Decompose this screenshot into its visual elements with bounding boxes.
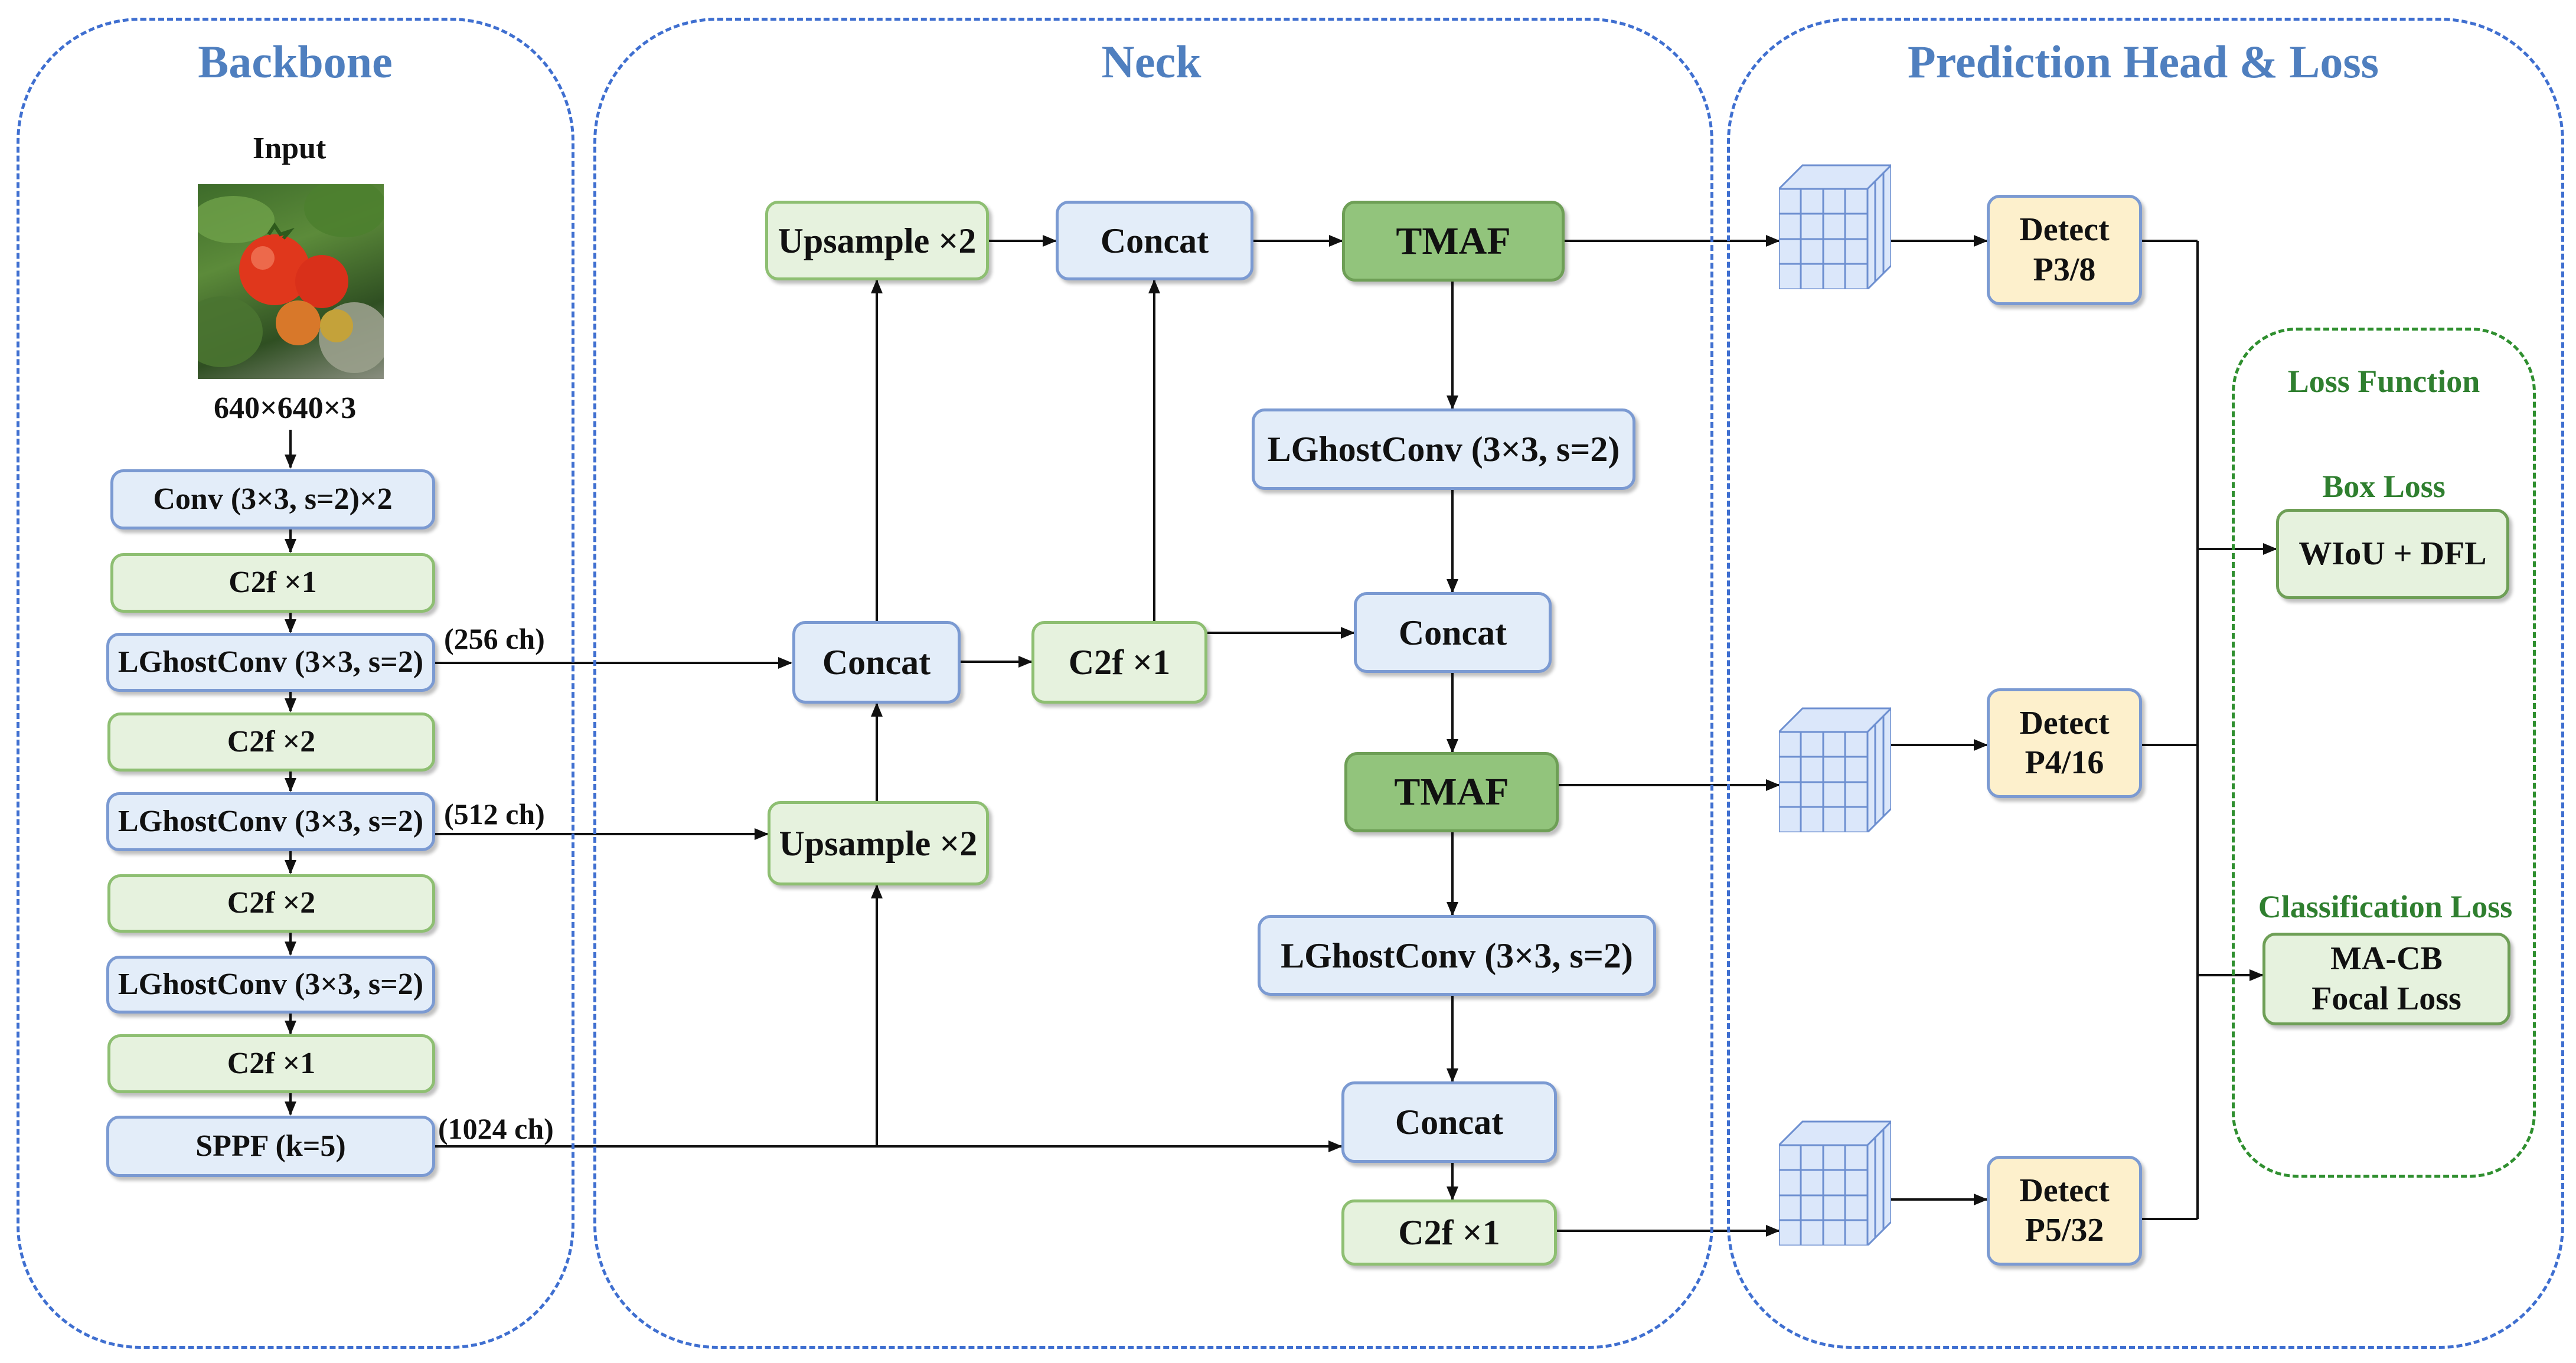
backbone-title: Backbone [198, 36, 393, 87]
detect-p5-line1: Detect [2019, 1172, 2110, 1209]
classification-loss-line1: MA-CB [2330, 940, 2443, 978]
neck-tmaf-top: TMAF [1342, 201, 1565, 282]
neck-section [593, 18, 1713, 1349]
backbone-c2f-2: C2f ×2 [107, 712, 435, 772]
neck-c2f-mid: C2f ×1 [1031, 621, 1207, 704]
backbone-sppf: SPPF (k=5) [106, 1116, 435, 1177]
detect-p3-line1: Detect [2019, 211, 2110, 249]
backbone-conv: Conv (3×3, s=2)×2 [110, 469, 435, 529]
detect-p5: Detect P5/32 [1987, 1156, 2142, 1266]
classification-loss-title: Classification Loss [2258, 889, 2513, 924]
neck-tmaf-mid: TMAF [1344, 752, 1559, 832]
backbone-section [17, 18, 574, 1349]
detect-p3-line2: P3/8 [2033, 251, 2096, 288]
box-loss-title: Box Loss [2322, 469, 2446, 504]
channels-1024: (1024 ch) [438, 1112, 554, 1145]
backbone-c2f-1: C2f ×1 [110, 553, 435, 613]
neck-concat-mid-right: Concat [1354, 592, 1552, 673]
neck-title: Neck [1101, 36, 1202, 87]
head-section [1727, 18, 2564, 1349]
input-image [198, 184, 384, 379]
detect-p4-line1: Detect [2019, 704, 2110, 741]
backbone-lghostconv-2: LGhostConv (3×3, s=2) [106, 792, 435, 851]
neck-lghostconv-2: LGhostConv (3×3, s=2) [1258, 915, 1656, 996]
backbone-lghostconv-1: LGhostConv (3×3, s=2) [106, 633, 435, 692]
classification-loss-line2: Focal Loss [2311, 980, 2461, 1017]
neck-concat-mid-left: Concat [792, 621, 961, 704]
loss-function-title: Loss Function [2287, 364, 2480, 399]
detect-p4-line2: P4/16 [2025, 744, 2104, 781]
channels-256: (256 ch) [444, 622, 545, 655]
detect-p5-line2: P5/32 [2025, 1212, 2104, 1248]
backbone-c2f-4: C2f ×1 [107, 1034, 435, 1093]
detect-p4: Detect P4/16 [1987, 688, 2142, 798]
detect-p3: Detect P3/8 [1987, 195, 2142, 305]
neck-c2f-bottom: C2f ×1 [1341, 1199, 1557, 1266]
feature-map-p3-icon [1779, 164, 1891, 289]
input-size-label: 640×640×3 [214, 391, 357, 425]
head-title: Prediction Head & Loss [1907, 36, 2379, 87]
channels-512: (512 ch) [444, 797, 545, 831]
neck-lghostconv-1: LGhostConv (3×3, s=2) [1252, 408, 1635, 490]
neck-upsample-bottom: Upsample ×2 [768, 801, 989, 885]
classification-loss-value: MA-CB Focal Loss [2262, 933, 2510, 1025]
neck-upsample-top: Upsample ×2 [765, 201, 989, 280]
feature-map-p4-icon [1779, 707, 1891, 832]
backbone-c2f-3: C2f ×2 [107, 874, 435, 933]
neck-concat-bottom: Concat [1341, 1081, 1557, 1163]
box-loss-value: WIoU + DFL [2276, 509, 2509, 599]
feature-map-p5-icon [1779, 1120, 1891, 1246]
loss-function-container [2232, 328, 2536, 1178]
backbone-lghostconv-3: LGhostConv (3×3, s=2) [106, 956, 435, 1014]
neck-concat-top: Concat [1056, 201, 1253, 280]
input-label: Input [253, 132, 327, 165]
